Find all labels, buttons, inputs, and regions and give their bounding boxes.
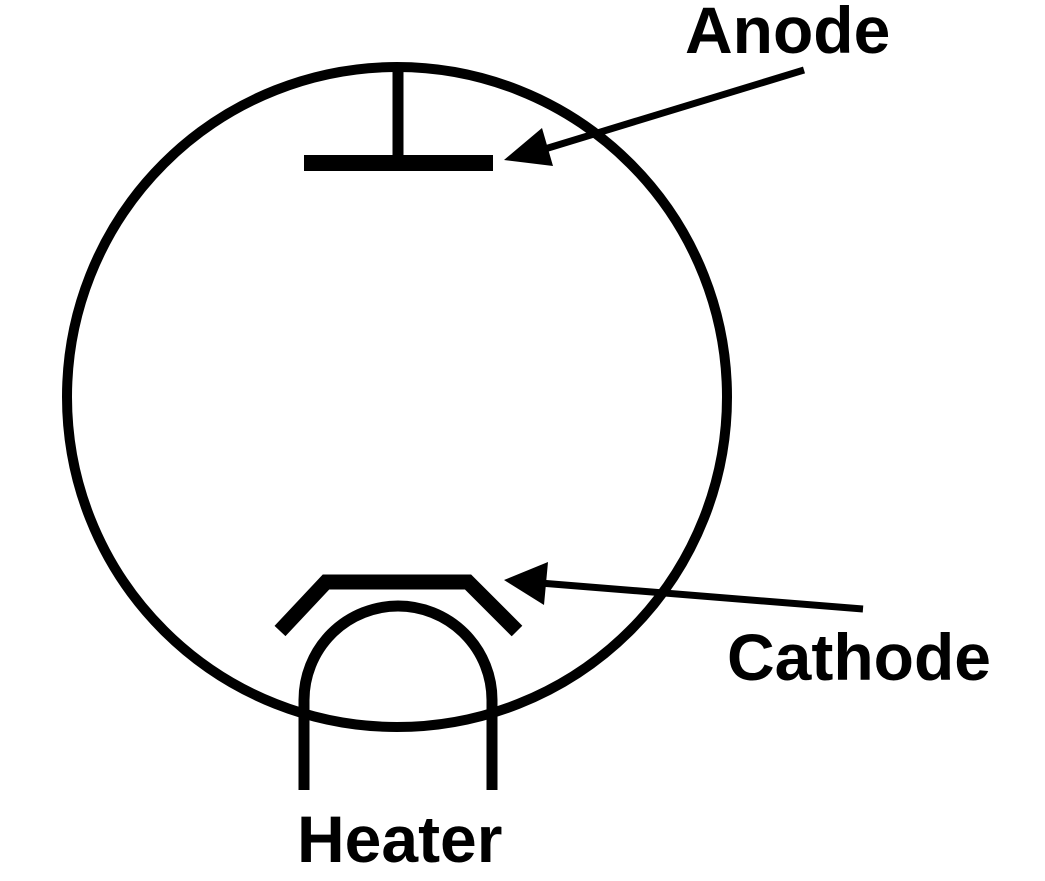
heater-filament (298, 600, 498, 790)
anode-label: Anode (685, 0, 890, 67)
heater-label: Heater (297, 802, 502, 876)
anode-pointer-line (533, 66, 806, 156)
tube-envelope (62, 62, 732, 732)
cathode-element (274, 574, 523, 637)
cathode-label: Cathode (727, 620, 991, 694)
anode-arrowhead (504, 128, 553, 166)
cathode-pointer-line (539, 579, 864, 613)
cathode-arrowhead (504, 562, 548, 605)
